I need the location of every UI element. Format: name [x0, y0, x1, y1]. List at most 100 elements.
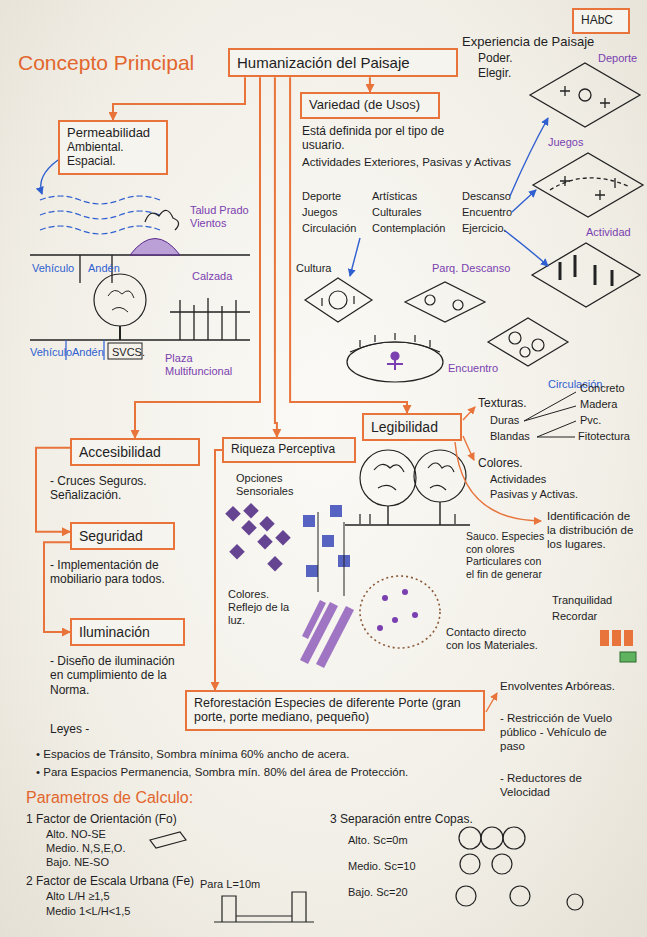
note-text: Deporte: [302, 190, 341, 203]
note-text: SVCS.: [112, 346, 145, 359]
concept-arrow: [275, 77, 277, 437]
concept-box: Legibilidad: [362, 413, 462, 441]
node-heading: Permeabilidad: [67, 126, 159, 141]
concept-arrow: [113, 77, 245, 120]
note-text: Colores.: [478, 456, 523, 470]
note-text: Artísticas: [372, 190, 417, 203]
node-heading: Humanización del Paisaje: [237, 54, 449, 71]
note-text: Contacto directo con los Materiales.: [446, 626, 546, 652]
note-text: Pvc.: [580, 414, 601, 427]
concept-box: Riqueza Perceptiva: [222, 437, 356, 463]
note-text: Deporte: [598, 52, 637, 65]
note-text: Contemplación: [372, 222, 445, 235]
concept-arrow: [369, 77, 371, 92]
note-text: Actividades Exteriores, Pasivas y Activa…: [302, 156, 517, 170]
note-text: 1 Factor de Orientación (Fo): [26, 812, 177, 826]
note-text: Duras: [490, 414, 519, 427]
note-text: - Reductores de Velocidad: [500, 772, 630, 800]
concept-box: Seguridad: [70, 522, 175, 550]
node-heading: Riqueza Perceptiva: [231, 443, 347, 457]
note-text: Experiencia de Paisaje: [462, 34, 594, 50]
concept-box: HAbC: [572, 8, 630, 34]
note-text: Parq. Descanso: [432, 262, 510, 275]
note-text: Sauco. Especies con olores Particulares …: [466, 530, 546, 580]
note-text: Ejercicio.: [462, 222, 507, 235]
note-text: Encuentro: [462, 206, 512, 219]
note-text: Para L=10m: [200, 878, 260, 891]
legibility-marks: [600, 630, 636, 662]
concept-box: Humanización del Paisaje: [228, 48, 458, 77]
note-text: Alto. NO-SE: [46, 828, 106, 841]
sensory-illustration: [225, 450, 470, 668]
note-text: Alto L/H ≥1,5: [46, 890, 110, 903]
node-heading: Accesibilidad: [79, 444, 191, 460]
concept-box: Variedad (de Usos): [300, 92, 440, 119]
note-text: 3 Separación entre Copas.: [330, 812, 473, 826]
note-text: Andén: [72, 346, 104, 359]
note-text: Opciones Sensoriales: [236, 472, 341, 498]
concept-arrow: [215, 450, 222, 690]
note-text: Parametros de Calculo:: [26, 788, 193, 807]
node-heading: HAbC: [581, 14, 621, 28]
node-body: Ambiental. Espacial.: [67, 141, 159, 169]
concept-box: Reforestación Especies de diferente Port…: [185, 690, 485, 731]
note-text: Vehículo: [32, 262, 74, 275]
note-text: Envolventes Arbóreas.: [500, 680, 625, 694]
note-text: Vehículo: [30, 346, 72, 359]
note-text: Medio 1<L/H<1,5: [46, 905, 130, 918]
note-text: Culturales: [372, 206, 422, 219]
note-text: Medio. Sc=10: [348, 860, 416, 873]
node-heading: Variedad (de Usos): [309, 98, 431, 113]
note-text: Bajo. Sc=20: [348, 886, 408, 899]
note-text: Fitotectura: [578, 430, 630, 443]
concept-box: PermeabilidadAmbiental. Espacial.: [58, 120, 168, 175]
street-sections: [30, 196, 250, 360]
note-text: Actividad: [586, 226, 631, 239]
concept-box: Accesibilidad: [70, 438, 200, 466]
note-text: Plaza Multifuncional: [165, 352, 245, 378]
note-text: Medio. N,S,E,O.: [46, 842, 125, 855]
note-text: Alto. Sc=0m: [348, 834, 408, 847]
note-text: Texturas.: [478, 396, 527, 410]
note-text: Juegos: [548, 136, 583, 149]
note-text: Elegir.: [478, 66, 511, 80]
node-heading: Reforestación Especies de diferente Port…: [194, 696, 476, 725]
activity-diamonds: [530, 63, 643, 307]
note-text: Descanso: [462, 190, 511, 203]
node-heading: Seguridad: [79, 528, 166, 544]
note-text: Talud Prado Vientos: [190, 204, 250, 230]
note-text: Bajo. NE-SO: [46, 856, 109, 869]
note-text: Tranquilidad: [552, 594, 612, 607]
note-text: Recordar: [552, 610, 597, 623]
concept-box: Iluminación: [70, 618, 185, 646]
parameter-sketches: [150, 827, 583, 922]
note-text: Identificación de la distribución de los…: [547, 510, 642, 551]
note-text: - Restricción de Vuelo público - Vehícul…: [500, 712, 630, 753]
note-text: • Para Espacios Permanencia, Sombra mín.…: [36, 766, 506, 780]
note-text: Poder.: [478, 51, 513, 65]
note-text: Pasivas y Activas.: [490, 488, 578, 501]
note-text: 2 Factor de Escala Urbana (Fe): [26, 874, 194, 888]
note-text: Calzada: [192, 270, 232, 283]
note-text: Actividades: [490, 473, 546, 486]
leader-arrows: [41, 118, 576, 712]
note-text: - Cruces Seguros. Señalización.: [50, 474, 175, 503]
use-sketches: [305, 278, 568, 382]
diagram-title: Concepto Principal: [18, 50, 194, 75]
note-text: - Diseño de iluminación en cumplimiento …: [50, 654, 190, 697]
note-text: • Espacios de Tránsito, Sombra mínima 60…: [36, 748, 506, 762]
note-text: Encuentro: [448, 362, 498, 375]
note-text: Madera: [580, 398, 617, 411]
node-heading: Legibilidad: [371, 419, 453, 435]
note-text: Colores. Reflejo de la luz.: [228, 588, 298, 628]
note-text: Circulación: [302, 222, 356, 235]
note-text: Blandas: [490, 430, 530, 443]
note-text: Concreto: [580, 382, 625, 395]
note-text: Cultura: [296, 262, 331, 275]
note-text: Andén: [88, 262, 120, 275]
note-text: Leyes -: [50, 722, 89, 736]
concept-arrow: [44, 542, 70, 632]
note-text: Juegos: [302, 206, 337, 219]
note-text: Está definida por el tipo de usuario.: [302, 124, 467, 153]
